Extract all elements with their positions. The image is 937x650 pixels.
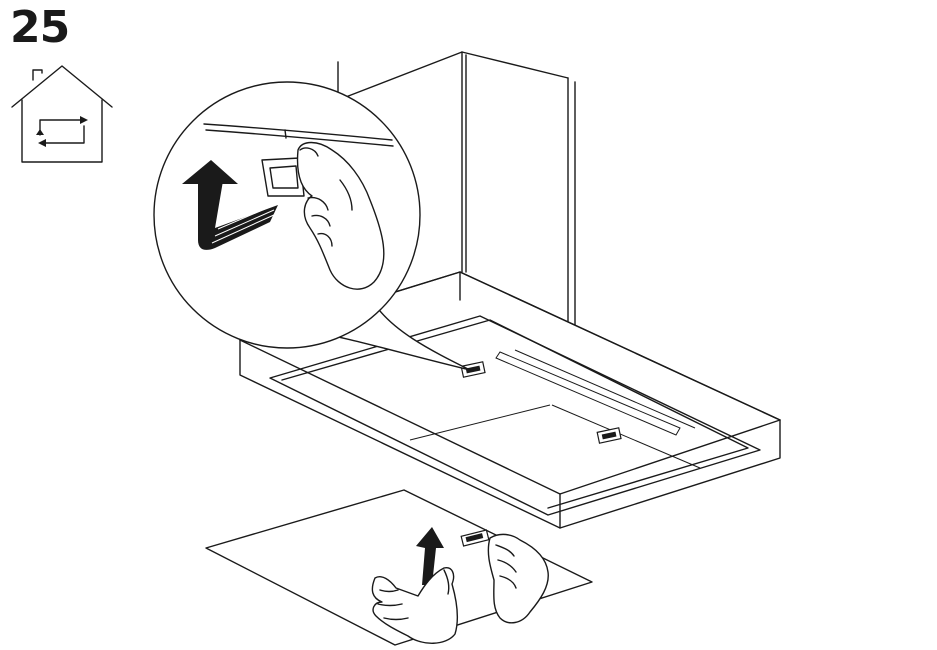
step-number: 25 xyxy=(10,2,70,53)
latch-closeup xyxy=(261,157,305,197)
curved-up-arrow-icon xyxy=(182,160,278,250)
hand-icon xyxy=(296,141,385,290)
floor-latch xyxy=(460,529,490,547)
hand-icon xyxy=(371,533,549,644)
up-arrow-icon xyxy=(416,527,444,585)
filter-panel-floor xyxy=(205,489,593,646)
filter-latch-left xyxy=(460,361,486,378)
hood-chimney xyxy=(337,51,576,329)
house-recirculation-icon xyxy=(11,65,113,163)
filter-latch-right xyxy=(596,427,622,444)
detail-magnifier xyxy=(153,81,471,371)
